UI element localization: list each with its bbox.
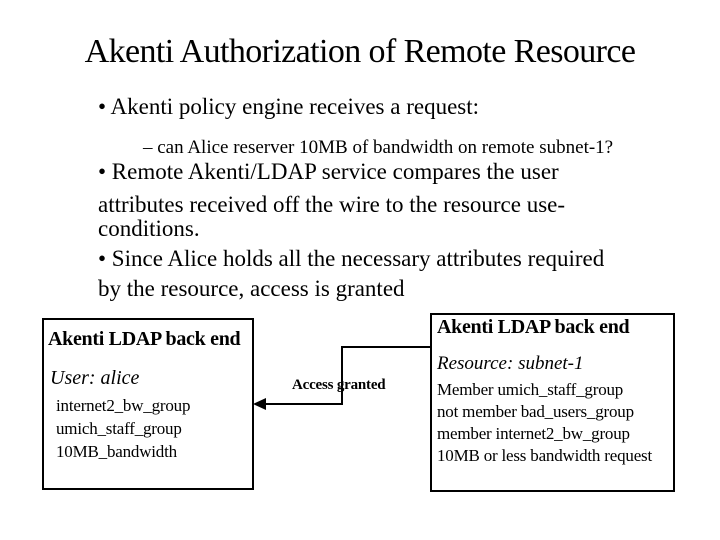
resource-label: Resource: subnet-1 xyxy=(437,353,584,374)
resource-condition: Member umich_staff_group xyxy=(437,380,624,399)
bullet-policy-engine: • Akenti policy engine receives a reques… xyxy=(98,94,480,119)
user-attribute: umich_staff_group xyxy=(56,419,182,438)
arrow-segment-vertical xyxy=(341,346,343,405)
paragraph-line: by the resource, access is granted xyxy=(98,276,405,301)
user-ldap-box-title: Akenti LDAP back end xyxy=(48,328,241,350)
arrowhead-left-icon xyxy=(253,398,266,410)
paragraph-line: attributes received off the wire to the … xyxy=(98,192,566,217)
user-ldap-box xyxy=(42,318,254,490)
resource-condition: not member bad_users_group xyxy=(437,402,634,421)
paragraph-line: • Remote Akenti/LDAP service compares th… xyxy=(98,159,559,184)
resource-condition: member internet2_bw_group xyxy=(437,424,630,443)
paragraph-line: • Since Alice holds all the necessary at… xyxy=(98,246,605,271)
user-attribute: internet2_bw_group xyxy=(56,396,191,415)
arrow-segment-horizontal-top xyxy=(342,346,430,348)
sub-bullet-alice-request: – can Alice reserver 10MB of bandwidth o… xyxy=(143,137,614,158)
user-label: User: alice xyxy=(50,367,140,389)
user-attribute: 10MB_bandwidth xyxy=(56,442,177,461)
paragraph-line: conditions. xyxy=(98,216,200,241)
resource-ldap-box xyxy=(430,313,675,492)
slide-title: Akenti Authorization of Remote Resource xyxy=(84,33,636,70)
access-granted-label: Access granted xyxy=(292,377,386,393)
arrow-segment-horizontal-bottom xyxy=(260,403,342,405)
resource-condition: 10MB or less bandwidth request xyxy=(437,446,652,465)
resource-ldap-box-title: Akenti LDAP back end xyxy=(437,316,630,338)
